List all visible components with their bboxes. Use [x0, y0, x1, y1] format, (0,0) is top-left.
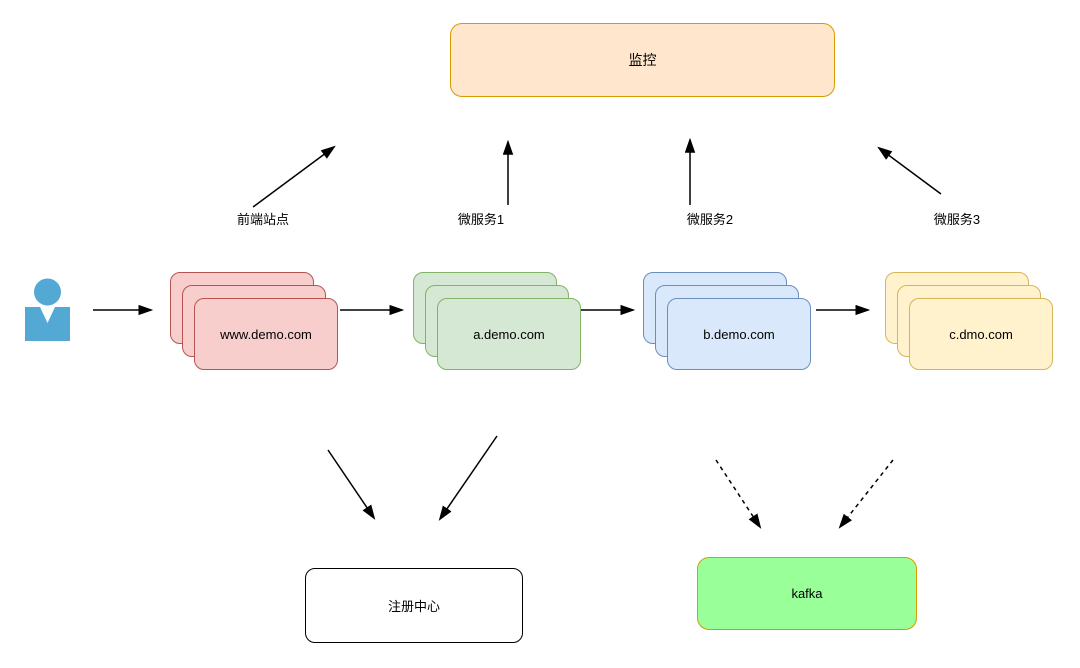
- node-service-b-stack: b.demo.com: [643, 272, 811, 370]
- node-service-a-label: a.demo.com: [473, 326, 545, 342]
- edge-label-frontend: 前端站点: [236, 212, 290, 227]
- node-service-c-stack: c.dmo.com: [885, 272, 1053, 370]
- arrow-service-a-to-registry: [438, 435, 498, 521]
- arrow-frontend-to-monitoring: [252, 145, 336, 208]
- node-registry-label: 注册中心: [387, 599, 440, 614]
- arrow-microservice3-to-monitoring: [877, 146, 942, 195]
- node-frontend-stack: www.demo.com: [170, 272, 338, 370]
- node-kafka-label: kafka: [791, 586, 823, 601]
- edge-label-microservice1: 微服务1: [457, 212, 505, 227]
- stack-card-front: b.demo.com: [667, 298, 811, 370]
- edge-label-microservice2: 微服务2: [686, 212, 734, 227]
- stack-card-front: a.demo.com: [437, 298, 581, 370]
- node-service-a-stack: a.demo.com: [413, 272, 581, 370]
- node-frontend-label: www.demo.com: [220, 326, 312, 342]
- user-icon: [25, 278, 70, 341]
- stack-card-front: c.dmo.com: [909, 298, 1053, 370]
- node-kafka: kafka: [697, 557, 917, 630]
- node-service-b-label: b.demo.com: [703, 326, 775, 342]
- node-registry: 注册中心: [305, 568, 523, 643]
- node-service-c-label: c.dmo.com: [949, 326, 1013, 342]
- node-monitoring: 监控: [450, 23, 835, 97]
- arrow-frontend-to-registry: [327, 449, 376, 520]
- arrow-service-c-to-kafka: [838, 459, 894, 529]
- node-monitoring-label: 监控: [628, 52, 657, 68]
- stack-card-front: www.demo.com: [194, 298, 338, 370]
- arrow-service-b-to-kafka: [715, 459, 762, 529]
- edge-label-microservice3: 微服务3: [933, 212, 981, 227]
